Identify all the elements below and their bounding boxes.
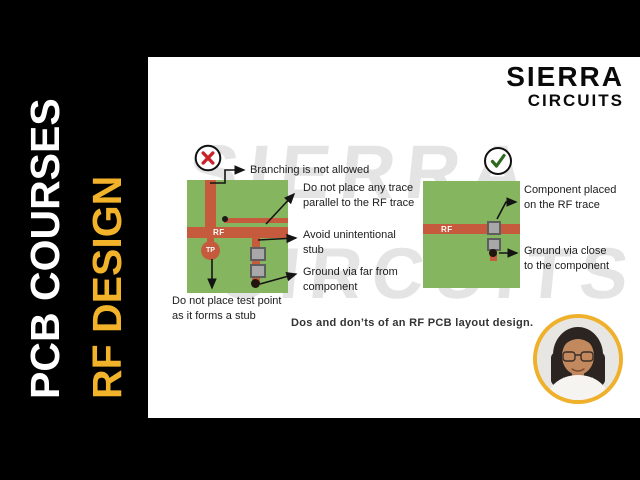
callout-ground-far: Ground via far from component [303, 266, 398, 293]
parallel-trace [224, 218, 288, 223]
brand-logo: SIERRA CIRCUITS [506, 63, 624, 111]
rf-trace [423, 224, 520, 234]
callout-parallel-trace: Do not place any trace parallel to the R… [303, 182, 415, 209]
callout-component: Component placed on the RF trace [524, 184, 617, 211]
callout-ground-close: Ground via close to the component [524, 245, 610, 272]
branch-trace [205, 180, 216, 233]
callout-test-point: Do not place test point as it forms a st… [172, 295, 282, 322]
ground-via-dot [251, 279, 260, 288]
check-circle-icon [483, 146, 513, 176]
rf-trace-label: RF [441, 225, 453, 234]
slide-caption: Dos and don’ts of an RF PCB layout desig… [291, 317, 534, 329]
rf-trace-label: RF [213, 228, 225, 237]
pcb-wrong-example: RF TP [187, 180, 288, 293]
callout-stub: Avoid unintentional stub [303, 229, 396, 256]
pcb-right-example: RF [423, 181, 520, 288]
course-topic-label: RF DESIGN [84, 175, 130, 399]
slide: SIERRA CIRCUITS SIERRA CIRCUITS [148, 57, 640, 418]
ground-via-dot [489, 249, 497, 257]
component-pad [250, 247, 266, 261]
brand-name: SIERRA [506, 61, 624, 92]
via-dot [222, 216, 228, 222]
presenter-photo [533, 314, 623, 404]
course-series-label: PCB COURSES [22, 98, 68, 399]
component-pad [250, 264, 266, 278]
test-point: TP [201, 241, 220, 260]
callout-branching: Branching is not allowed [250, 164, 370, 176]
brand-subname: CIRCUITS [527, 91, 624, 110]
rf-trace [187, 227, 288, 238]
component-pad [487, 221, 501, 235]
x-circle-icon [194, 144, 222, 172]
stub-trace [252, 238, 260, 284]
